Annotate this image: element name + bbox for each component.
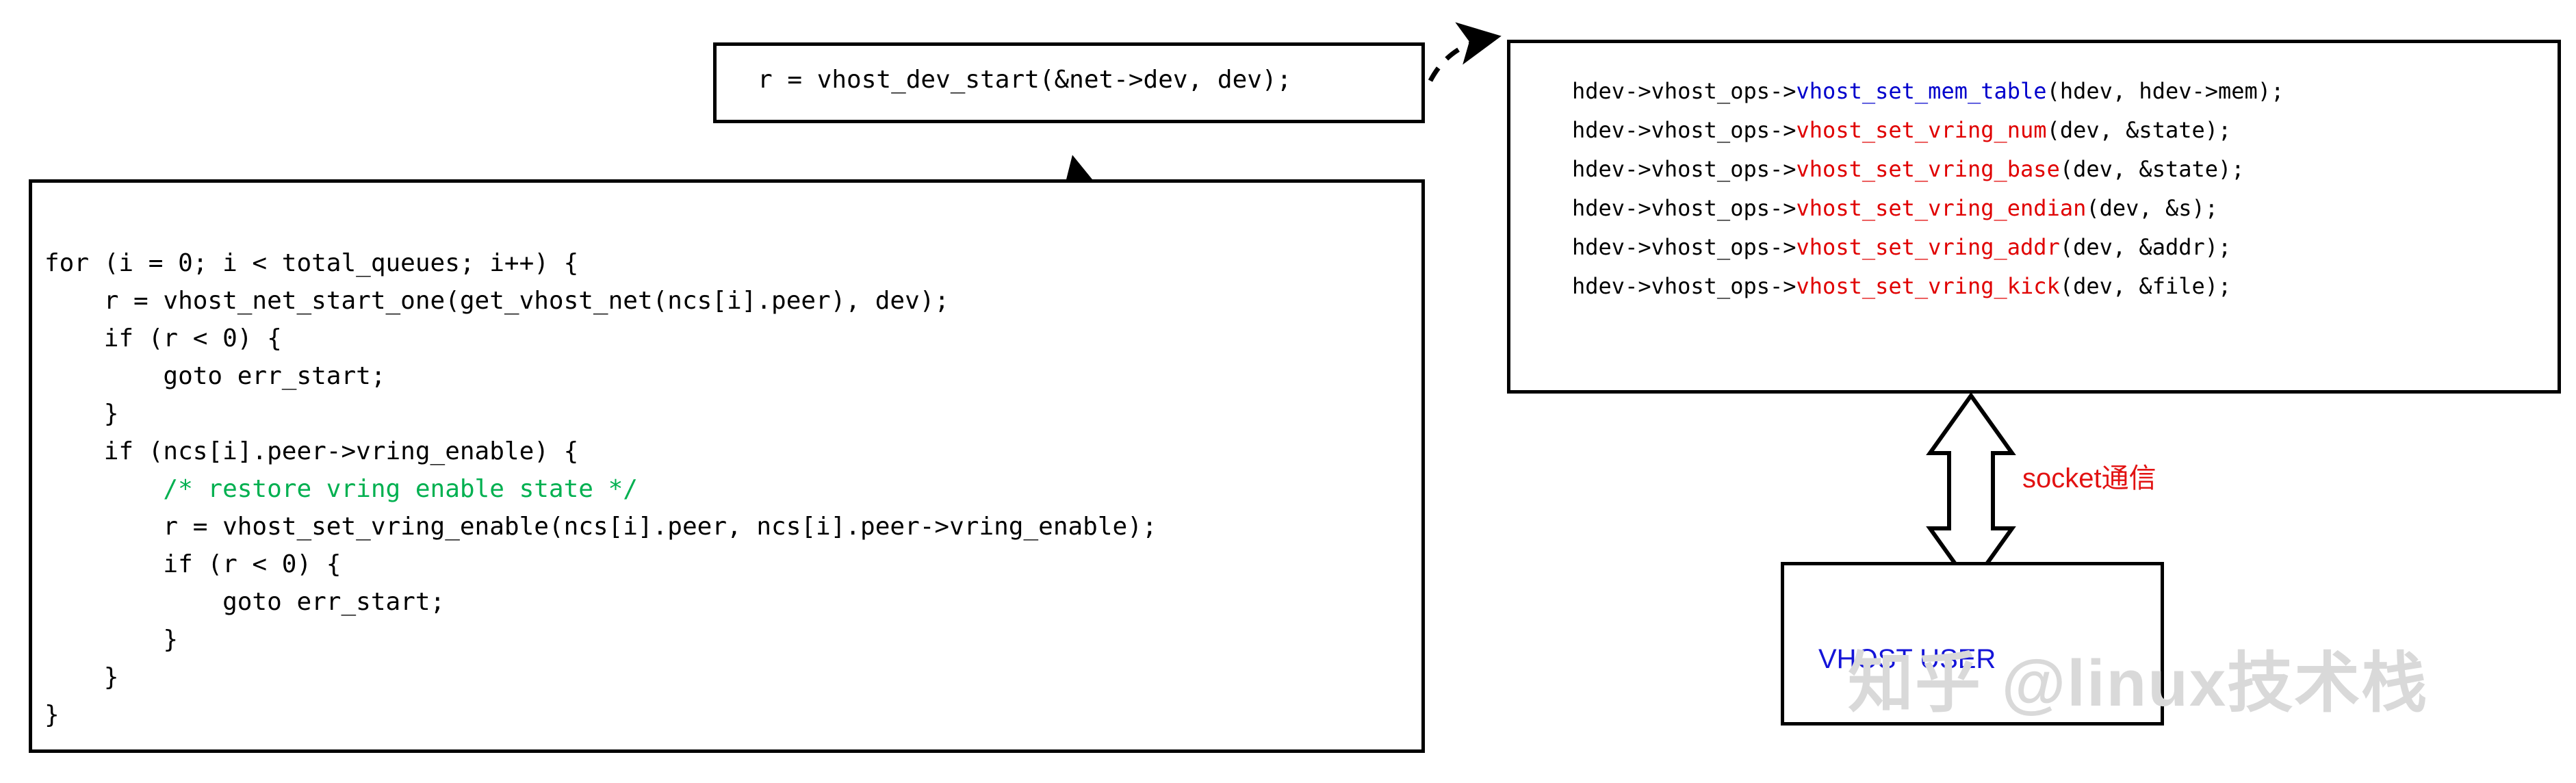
- ops-prefix: hdev->vhost_ops->: [1572, 195, 1796, 221]
- ops-call-line: hdev->vhost_ops->vhost_set_vring_num(dev…: [1572, 111, 2284, 150]
- ops-function-name: vhost_set_vring_num: [1796, 117, 2047, 143]
- vhost-ops-calls-box: hdev->vhost_ops->vhost_set_mem_table(hde…: [1507, 40, 2561, 394]
- ops-function-name: vhost_set_vring_kick: [1796, 273, 2060, 299]
- code-line: if (r < 0) {: [44, 324, 282, 352]
- ops-function-name: vhost_set_mem_table: [1796, 78, 2047, 104]
- ops-prefix: hdev->vhost_ops->: [1572, 117, 1796, 143]
- ops-prefix: hdev->vhost_ops->: [1572, 156, 1796, 182]
- code-line: if (ncs[i].peer->vring_enable) {: [44, 437, 579, 465]
- ops-arguments: (dev, &addr);: [2059, 234, 2232, 260]
- code-line: goto err_start;: [44, 588, 446, 616]
- watermark-text: 知乎 @linux技术栈: [1848, 647, 2429, 720]
- vhost-user-box: VHOST USER: [1781, 562, 2164, 726]
- vhost-net-start-loop-box: for (i = 0; i < total_queues; i++) { r =…: [29, 179, 1425, 753]
- ops-function-name: vhost_set_vring_base: [1796, 156, 2060, 182]
- ops-function-name: vhost_set_vring_addr: [1796, 234, 2060, 260]
- ops-call-line: hdev->vhost_ops->vhost_set_vring_addr(de…: [1572, 228, 2284, 267]
- code-line: r = vhost_set_vring_enable(ncs[i].peer, …: [44, 513, 1157, 541]
- arrow-devstart-to-ops: [1428, 22, 1502, 82]
- code-line: }: [44, 400, 119, 428]
- double-headed-arrow: [1926, 392, 2016, 590]
- ops-prefix: hdev->vhost_ops->: [1572, 234, 1796, 260]
- ops-arguments: (dev, &state);: [2059, 156, 2245, 182]
- ops-prefix: hdev->vhost_ops->: [1572, 78, 1796, 104]
- code-line: }: [44, 626, 179, 654]
- code-line: /* restore vring enable state */: [44, 470, 1157, 508]
- code-line: }: [44, 701, 60, 729]
- loop-code-block: for (i = 0; i < total_queues; i++) { r =…: [44, 244, 1157, 734]
- code-line: r = vhost_net_start_one(get_vhost_net(nc…: [44, 287, 950, 315]
- ops-call-line: hdev->vhost_ops->vhost_set_mem_table(hde…: [1572, 72, 2284, 111]
- ops-arguments: (hdev, hdev->mem);: [2046, 78, 2284, 104]
- vhost-dev-start-code: r = vhost_dev_start(&net->dev, dev);: [758, 66, 1292, 94]
- ops-arguments: (dev, &state);: [2046, 117, 2232, 143]
- code-line: }: [44, 663, 119, 691]
- ops-call-line: hdev->vhost_ops->vhost_set_vring_base(de…: [1572, 150, 2284, 189]
- ops-code-block: hdev->vhost_ops->vhost_set_mem_table(hde…: [1572, 72, 2284, 306]
- socket-communication-label: socket通信: [2022, 463, 2156, 493]
- ops-arguments: (dev, &file);: [2059, 273, 2232, 299]
- code-line: if (r < 0) {: [44, 550, 342, 578]
- vhost-user-label: VHOST USER: [1818, 644, 1996, 674]
- code-line: goto err_start;: [44, 362, 386, 390]
- ops-arguments: (dev, &s);: [2086, 195, 2219, 221]
- code-comment: /* restore vring enable state */: [163, 475, 638, 503]
- code-line: for (i = 0; i < total_queues; i++) {: [44, 249, 579, 277]
- ops-prefix: hdev->vhost_ops->: [1572, 273, 1796, 299]
- ops-call-line: hdev->vhost_ops->vhost_set_vring_endian(…: [1572, 189, 2284, 228]
- vhost-dev-start-box: r = vhost_dev_start(&net->dev, dev);: [713, 42, 1425, 123]
- ops-call-line: hdev->vhost_ops->vhost_set_vring_kick(de…: [1572, 267, 2284, 306]
- ops-function-name: vhost_set_vring_endian: [1796, 195, 2087, 221]
